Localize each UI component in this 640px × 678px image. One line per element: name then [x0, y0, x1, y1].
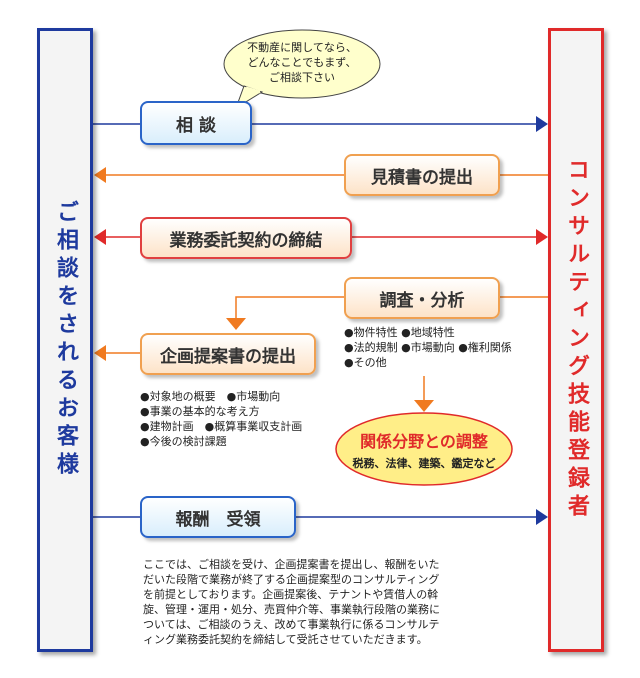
customer-label: ご相談をされるお客様	[53, 200, 78, 480]
adjust-block: 関係分野との調整 税務、法律、建築、鑑定など	[336, 420, 512, 478]
consultant-label: コンサルティング技能登録者	[564, 158, 589, 522]
adjust-subtitle: 税務、法律、建築、鑑定など	[352, 456, 496, 470]
bubble-shape	[223, 29, 381, 99]
bubble-line-3: ご相談下さい	[269, 71, 335, 84]
proposal-arrowhead	[94, 345, 106, 361]
step-proposal: 企画提案書の提出	[140, 333, 316, 375]
description-text: ここでは、ご相談を受け、企画提案書を提出し、報酬をいた だいた段階で業務が終了す…	[143, 558, 440, 646]
step-survey: 調査・分析	[344, 277, 500, 319]
step-estimate: 見積書の提出	[344, 154, 500, 196]
bubble-line-1: 不動産に関してなら、	[247, 41, 357, 54]
proposal-items: ●対象地の概要 ●市場動向 ●事業の基本的な考え方 ●建物計画 ●概算事業収支計…	[140, 390, 303, 448]
bubble-text: 不動産に関してなら、 どんなことでもまず、 ご相談下さい	[234, 40, 370, 85]
estimate-arrowhead	[94, 167, 106, 183]
survey-items: ●物件特性 ●地域特性 ●法的規制 ●市場動向 ●権利関係 ●その他	[344, 326, 512, 369]
contract-arrowhead-right	[536, 229, 548, 245]
survey-to-adjust-arrowhead	[414, 400, 434, 412]
survey-to-proposal-arrowhead	[226, 318, 246, 330]
adjust-ellipse	[335, 412, 513, 486]
adjust-title: 関係分野との調整	[360, 431, 488, 451]
contract-arrowhead-left	[94, 229, 106, 245]
consult-arrowhead	[536, 116, 548, 132]
survey-to-proposal-line	[235, 296, 344, 320]
customer-panel: ご相談をされるお客様	[37, 28, 93, 652]
step-consult: 相 談	[140, 101, 252, 145]
reward-arrowhead	[536, 509, 548, 525]
consultant-panel: コンサルティング技能登録者	[548, 28, 604, 652]
step-contract: 業務委託契約の締結	[140, 217, 352, 259]
bubble-line-2: どんなことでもまず、	[247, 56, 357, 69]
step-reward: 報酬 受領	[140, 496, 296, 538]
